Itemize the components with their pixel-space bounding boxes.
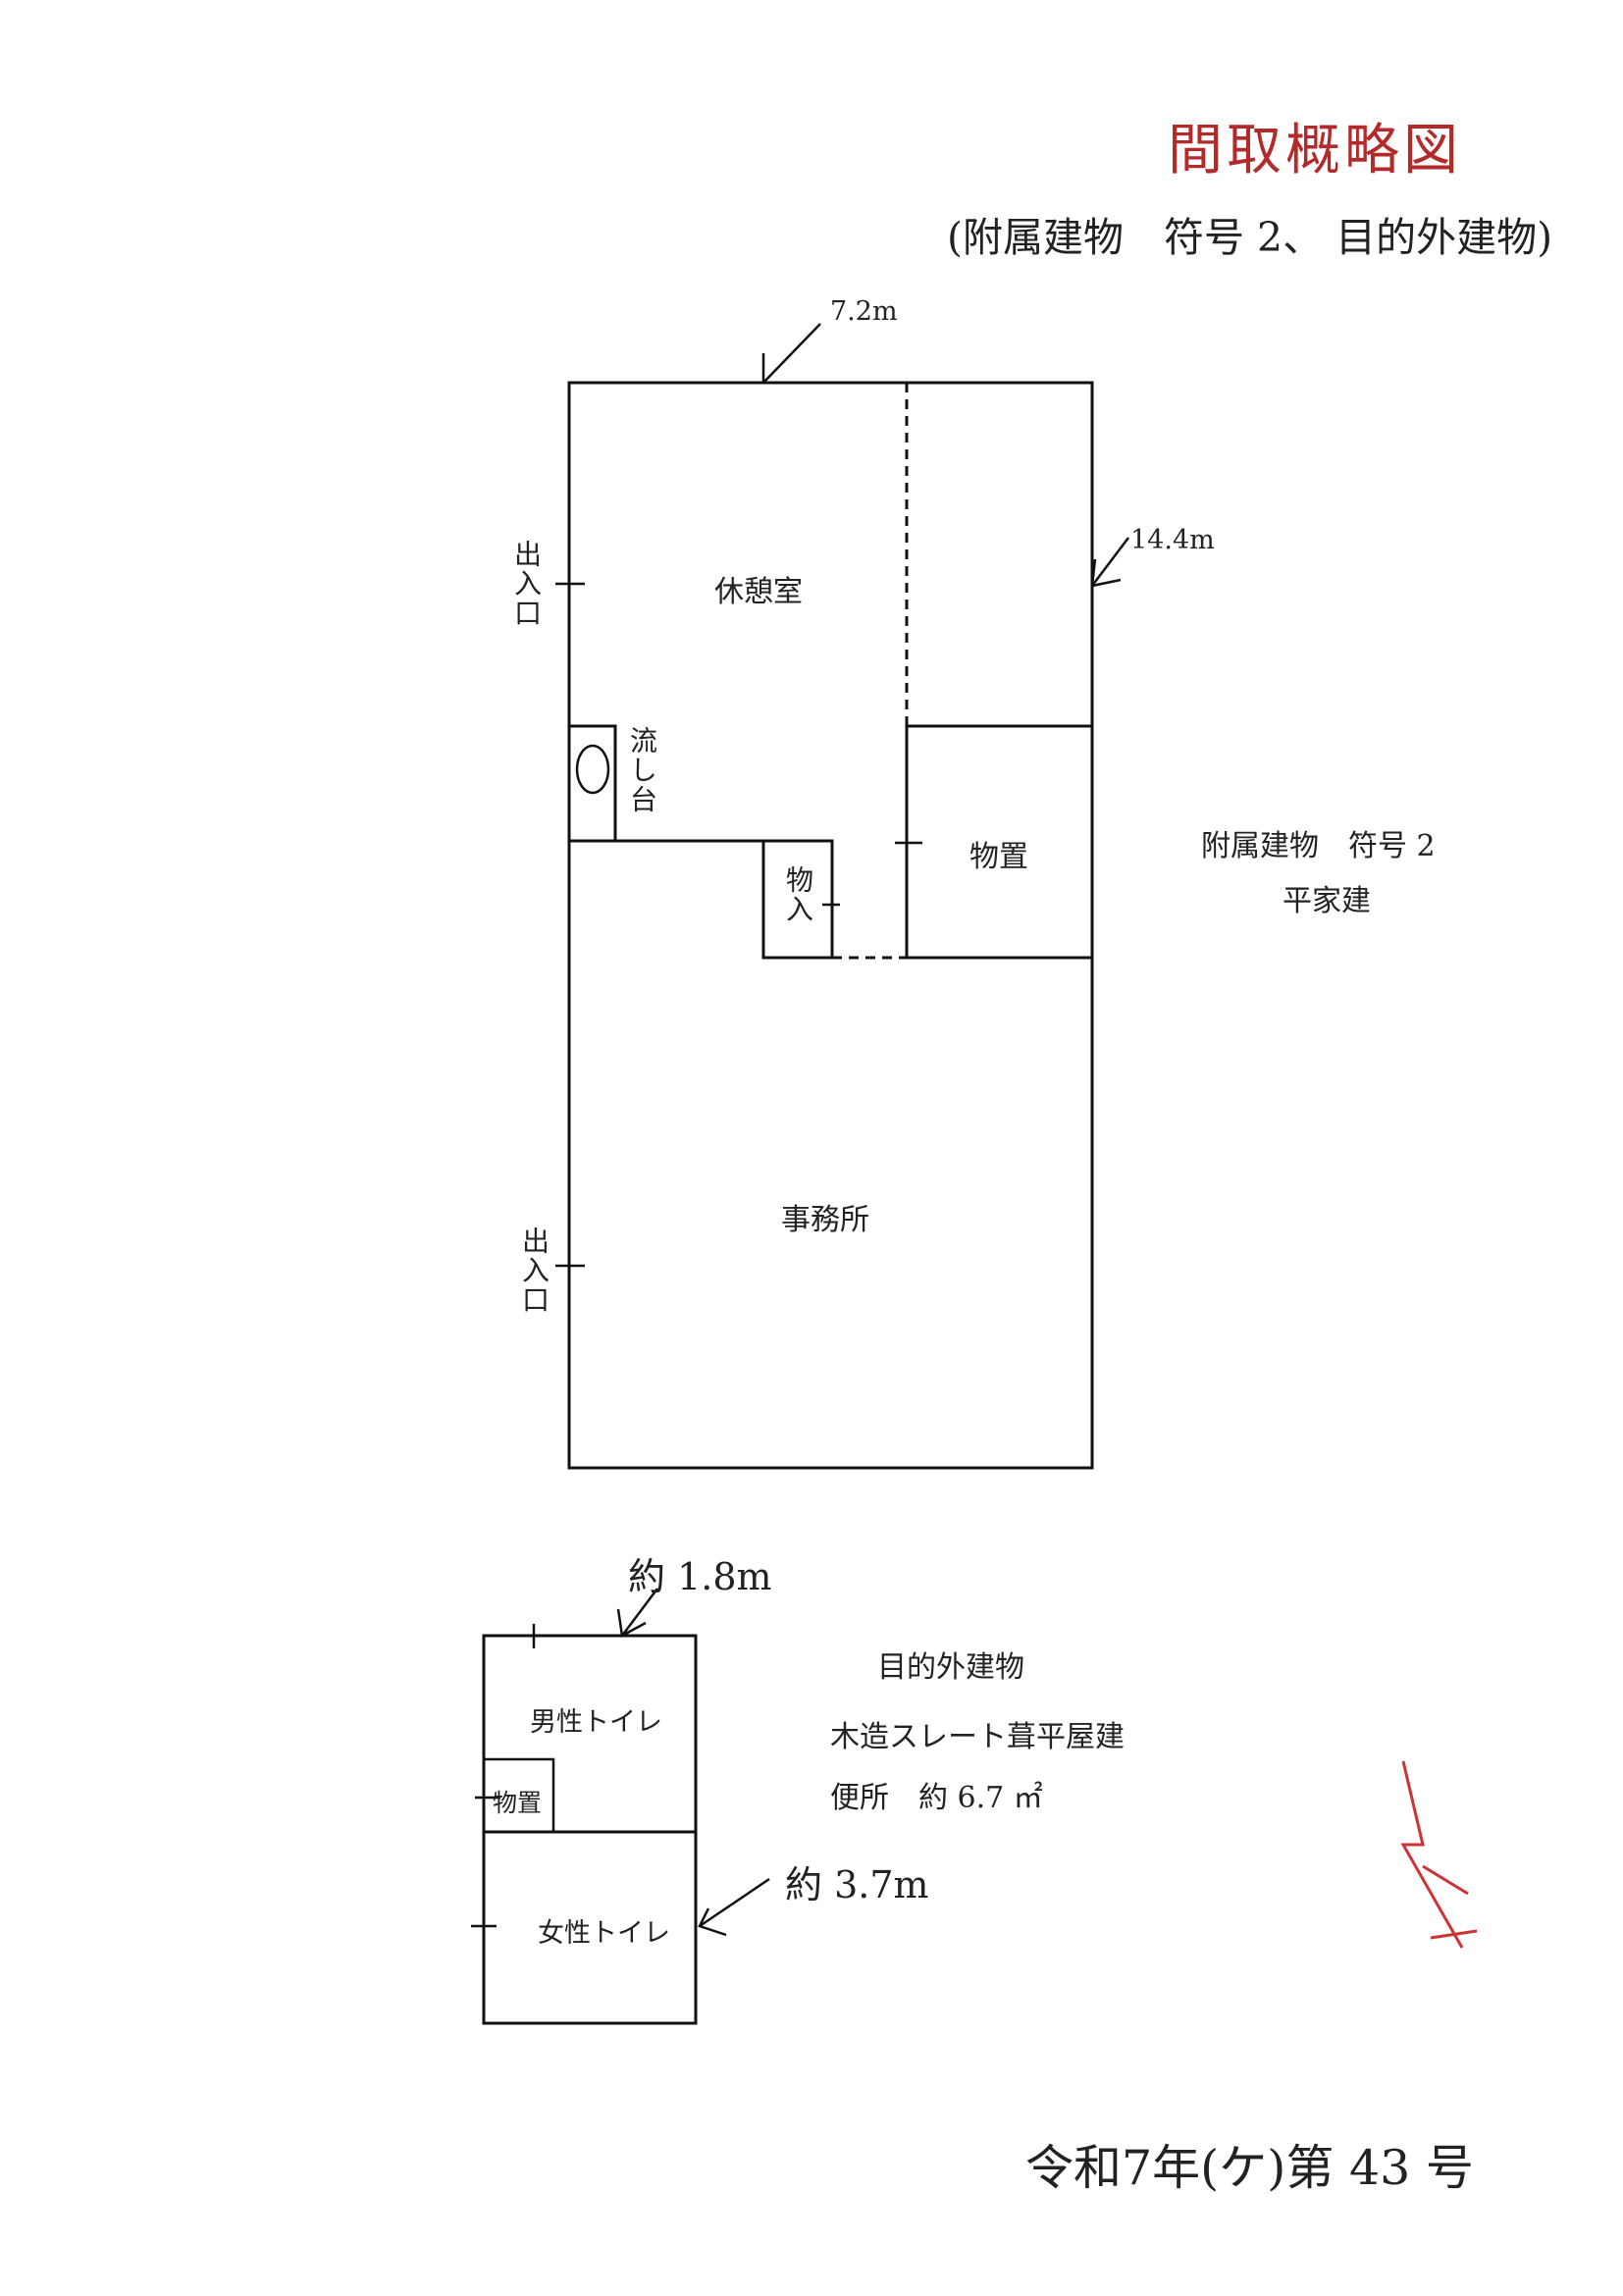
depth-arrow-small [699, 1877, 770, 1928]
secondary-depth-label: 約 3.7m [785, 1863, 929, 1906]
depth-arrow [1091, 537, 1129, 587]
case-number: 令和7年(ケ)第 43 号 [1025, 2140, 1474, 2196]
entrance-top-label: 出入口 [510, 540, 543, 628]
main-depth-label: 14.4m [1130, 525, 1215, 555]
small-storage-outline [482, 1757, 555, 1834]
secondary-description-1: 目的外建物 [877, 1650, 1024, 1685]
depth-arrowhead-small [698, 1907, 727, 1937]
page-subtitle: (附属建物 符号 2、 目的外建物) [947, 214, 1553, 261]
north-arrow-tick-1 [1422, 1864, 1469, 1896]
north-arrow-tick-2 [1430, 1929, 1478, 1940]
width-arrow-small [621, 1588, 658, 1637]
secondary-width-label: 約 1.8m [628, 1555, 772, 1598]
main-width-label: 7.2m [830, 296, 898, 327]
width-arrowhead [761, 353, 791, 385]
north-arrow-mark [1400, 1760, 1464, 1949]
width-arrowhead-small [616, 1608, 647, 1638]
width-arrow [762, 323, 821, 384]
closet-outline [761, 839, 834, 960]
secondary-description-3: 便所 約 6.7 ㎡ [830, 1781, 1043, 1815]
small-storage-label: 物置 [493, 1789, 543, 1817]
main-building-description-1: 附属建物 符号 2 [1201, 829, 1436, 863]
secondary-description-2: 木造スレート葺平屋建 [830, 1720, 1125, 1754]
office-label: 事務所 [781, 1203, 869, 1237]
rest-room-label: 休憩室 [714, 575, 803, 609]
closet-label: 物入 [782, 865, 814, 924]
sink-label: 流し台 [626, 726, 658, 814]
sink-basin [575, 744, 610, 795]
secondary-building-outline [482, 1634, 698, 2025]
storage-label: 物置 [969, 840, 1028, 874]
main-building-description-2: 平家建 [1283, 884, 1371, 918]
entrance-bottom-label: 出入口 [518, 1226, 550, 1315]
mens-toilet-label: 男性トイレ [530, 1707, 662, 1738]
womens-toilet-label: 女性トイレ [538, 1918, 670, 1949]
page-title: 間取概略図 [1168, 119, 1462, 183]
depth-arrowhead [1090, 558, 1122, 588]
sink-outline [567, 724, 617, 843]
